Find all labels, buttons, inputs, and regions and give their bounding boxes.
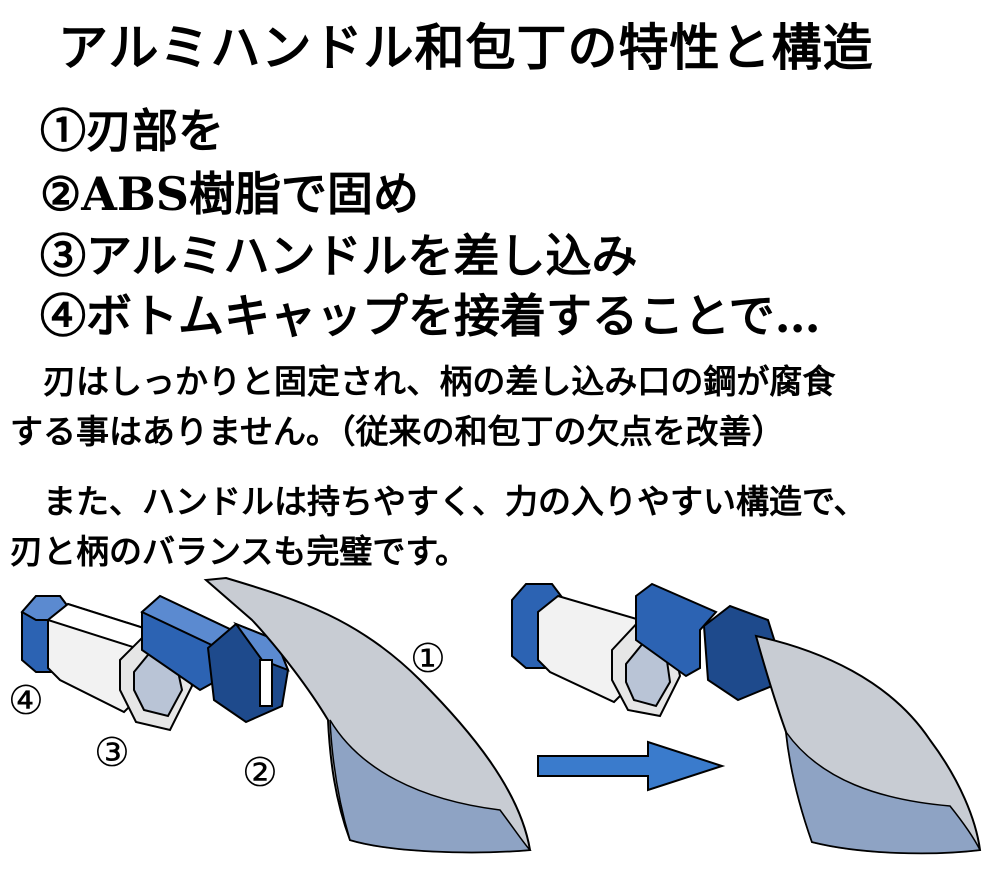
paragraph-line-1: 刃はしっかりと固定され、柄の差し込み口の鋼が腐食 <box>10 362 836 401</box>
paragraph-line-2: する事はありません。（従来の和包丁の欠点を改善） <box>10 412 785 451</box>
paragraph-line-3: また、ハンドルは持ちやすく、力の入りやすい構造で、 <box>10 482 867 521</box>
assembled-knife <box>511 582 982 855</box>
label-aluminum-handle: ③ <box>94 730 130 776</box>
label-abs-resin: ② <box>242 750 278 796</box>
step-2-resin: ②ABS樹脂で固め <box>40 167 420 221</box>
abs-resin-part <box>140 594 290 724</box>
step-1-blade: ①刃部を <box>40 104 224 158</box>
step-3-handle: ③アルミハンドルを差し込み <box>40 229 638 283</box>
label-blade: ① <box>410 636 446 682</box>
paragraph-line-4: 刃と柄のバランスも完璧です。 <box>10 532 469 571</box>
label-bottom-cap: ④ <box>8 678 44 724</box>
blade-part <box>203 576 532 854</box>
step-4-cap: ④ボトムキャップを接着することで… <box>40 289 821 343</box>
page-title: アルミハンドル和包丁の特性と構造 <box>58 18 874 77</box>
assembly-arrow-icon <box>537 740 726 792</box>
